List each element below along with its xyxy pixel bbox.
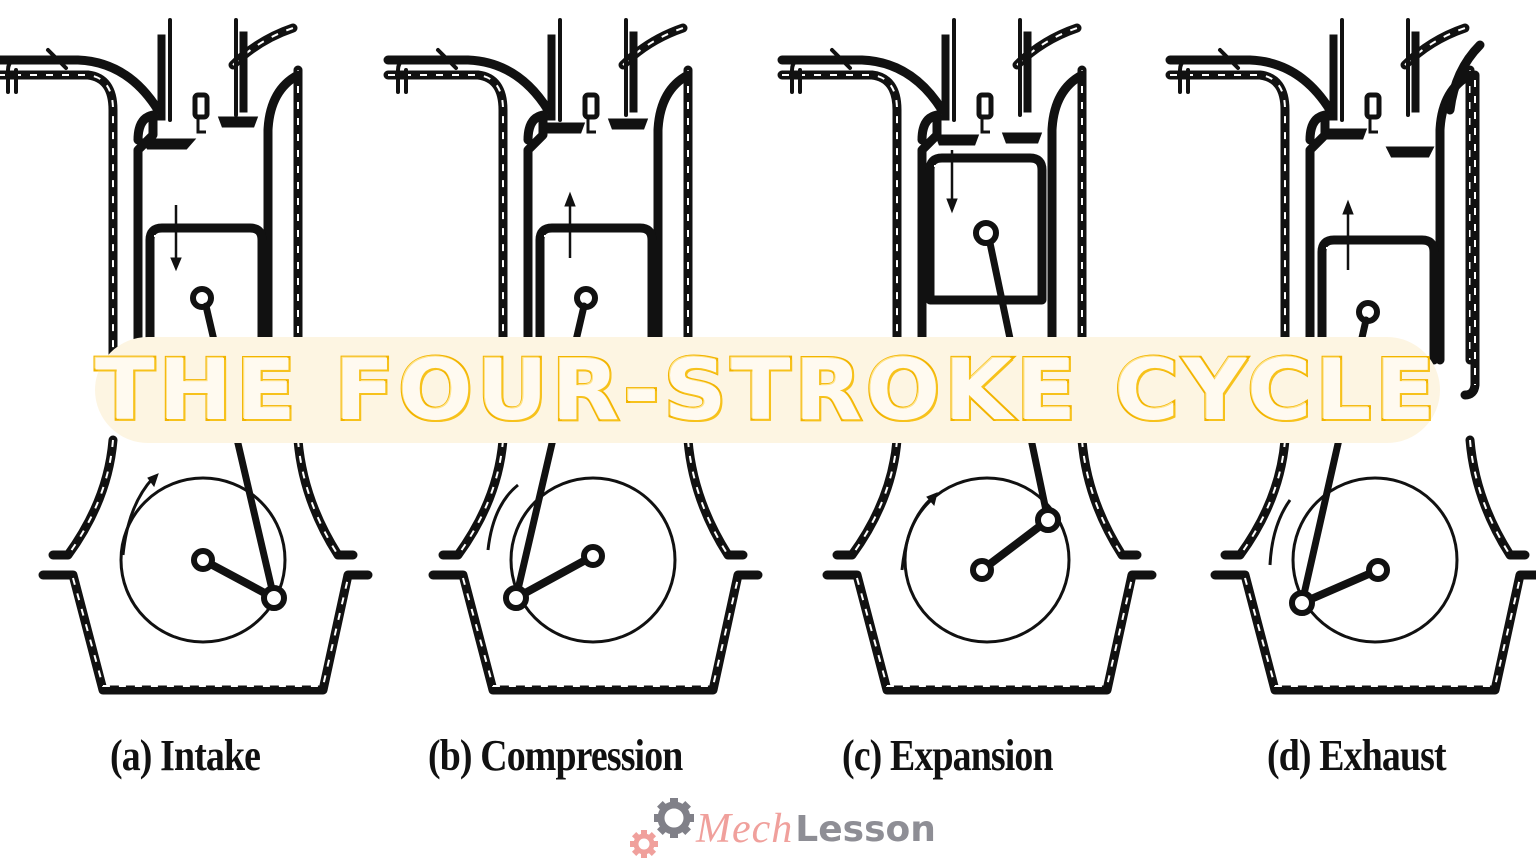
logo-text-lesson: Lesson [795,808,936,850]
mechlesson-logo: Mech Lesson [628,796,936,862]
title-banner: THE FOUR-STROKE CYCLE [93,337,1440,443]
gear-icon [628,796,700,862]
label-intake: (a) Intake [110,731,261,780]
engine-exhaust [1170,20,1536,690]
label-expansion: (c) Expansion [842,731,1054,780]
logo-text-mech: Mech [696,806,794,852]
label-exhaust: (d) Exhaust [1267,731,1447,780]
label-compression: (b) Compression [428,731,683,780]
page-title: THE FOUR-STROKE CYCLE [93,341,1440,439]
